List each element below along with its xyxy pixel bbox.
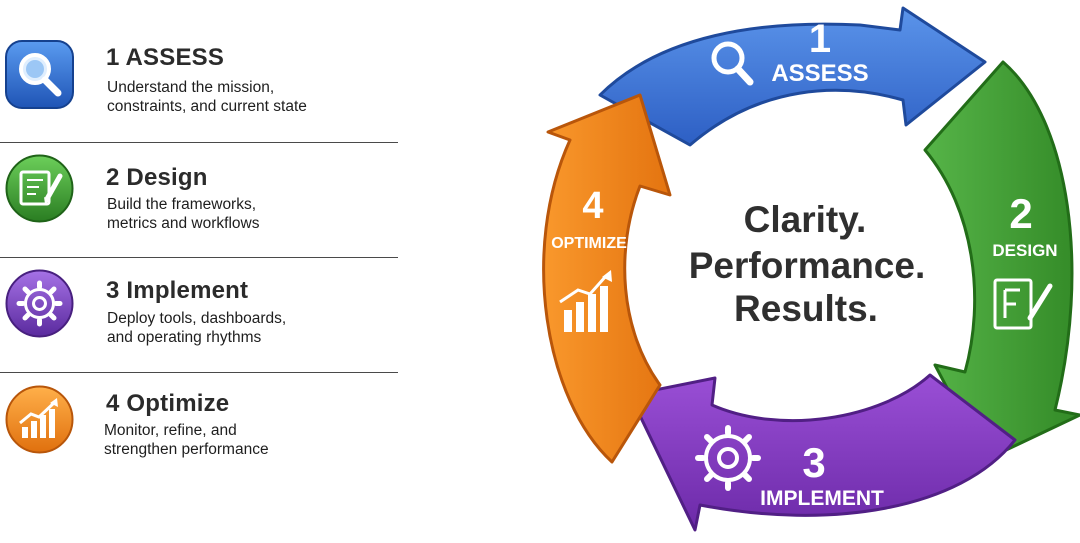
divider [0, 372, 398, 373]
search-icon [711, 41, 754, 86]
blueprint-pencil-icon [3, 152, 76, 225]
assess-arrow [598, 6, 987, 147]
gear-icon [3, 267, 76, 340]
search-icon [3, 38, 76, 111]
implement-arrow [628, 373, 1017, 532]
segment-label: IMPLEMENT [760, 487, 884, 510]
segment-number: 3 [802, 439, 825, 486]
step-title: 4 Optimize [106, 390, 230, 417]
segment-number: 2 [1009, 190, 1032, 237]
cycle-svg: Clarity. Performance. Results. 1 ASSESS … [542, 6, 1080, 532]
divider [0, 142, 398, 143]
desc-line: metrics and workflows [107, 215, 260, 232]
step-optimize: 4 Optimize Monitor, refine, and strength… [0, 374, 398, 488]
segment-number: 4 [582, 185, 603, 227]
step-description: Monitor, refine, and strengthen performa… [104, 421, 384, 459]
divider [0, 257, 398, 258]
center-line-3: Results. [734, 288, 878, 329]
desc-line: and operating rhythms [107, 329, 262, 346]
gear-icon [695, 425, 761, 491]
center-line-1: Clarity. [744, 199, 867, 240]
segment-label: DESIGN [992, 241, 1057, 260]
step-title: 2 Design [106, 164, 208, 191]
segment-number: 1 [809, 17, 831, 61]
step-description: Deploy tools, dashboards, and operating … [107, 309, 387, 347]
desc-line: constraints, and current state [107, 98, 307, 115]
step-implement: 3 Implement Deploy tools, dashboards, an… [0, 259, 398, 373]
step-description: Understand the mission, constraints, and… [107, 78, 387, 116]
step-description: Build the frameworks, metrics and workfl… [107, 195, 387, 233]
desc-line: strengthen performance [104, 441, 269, 458]
step-design: 2 Design Build the frameworks, metrics a… [0, 144, 398, 258]
step-assess: 1 ASSESS Understand the mission, constra… [0, 28, 398, 142]
center-line-2: Performance. [689, 245, 926, 286]
desc-line: Monitor, refine, and [104, 422, 237, 439]
desc-line: Understand the mission, [107, 79, 275, 96]
design-arrow [923, 60, 1080, 462]
segment-label: OPTIMIZE [551, 235, 627, 252]
chart-up-icon [3, 383, 76, 456]
steps-list: 1 ASSESS Understand the mission, constra… [0, 0, 400, 543]
chart-up-icon [559, 270, 612, 332]
step-title: 1 ASSESS [106, 44, 225, 71]
blueprint-pencil-icon [993, 278, 1053, 330]
segment-label: ASSESS [771, 60, 868, 87]
desc-line: Deploy tools, dashboards, [107, 310, 287, 327]
step-title: 3 Implement [106, 277, 249, 304]
desc-line: Build the frameworks, [107, 196, 257, 213]
cycle-diagram: Clarity. Performance. Results. 1 ASSESS … [530, 0, 1080, 543]
